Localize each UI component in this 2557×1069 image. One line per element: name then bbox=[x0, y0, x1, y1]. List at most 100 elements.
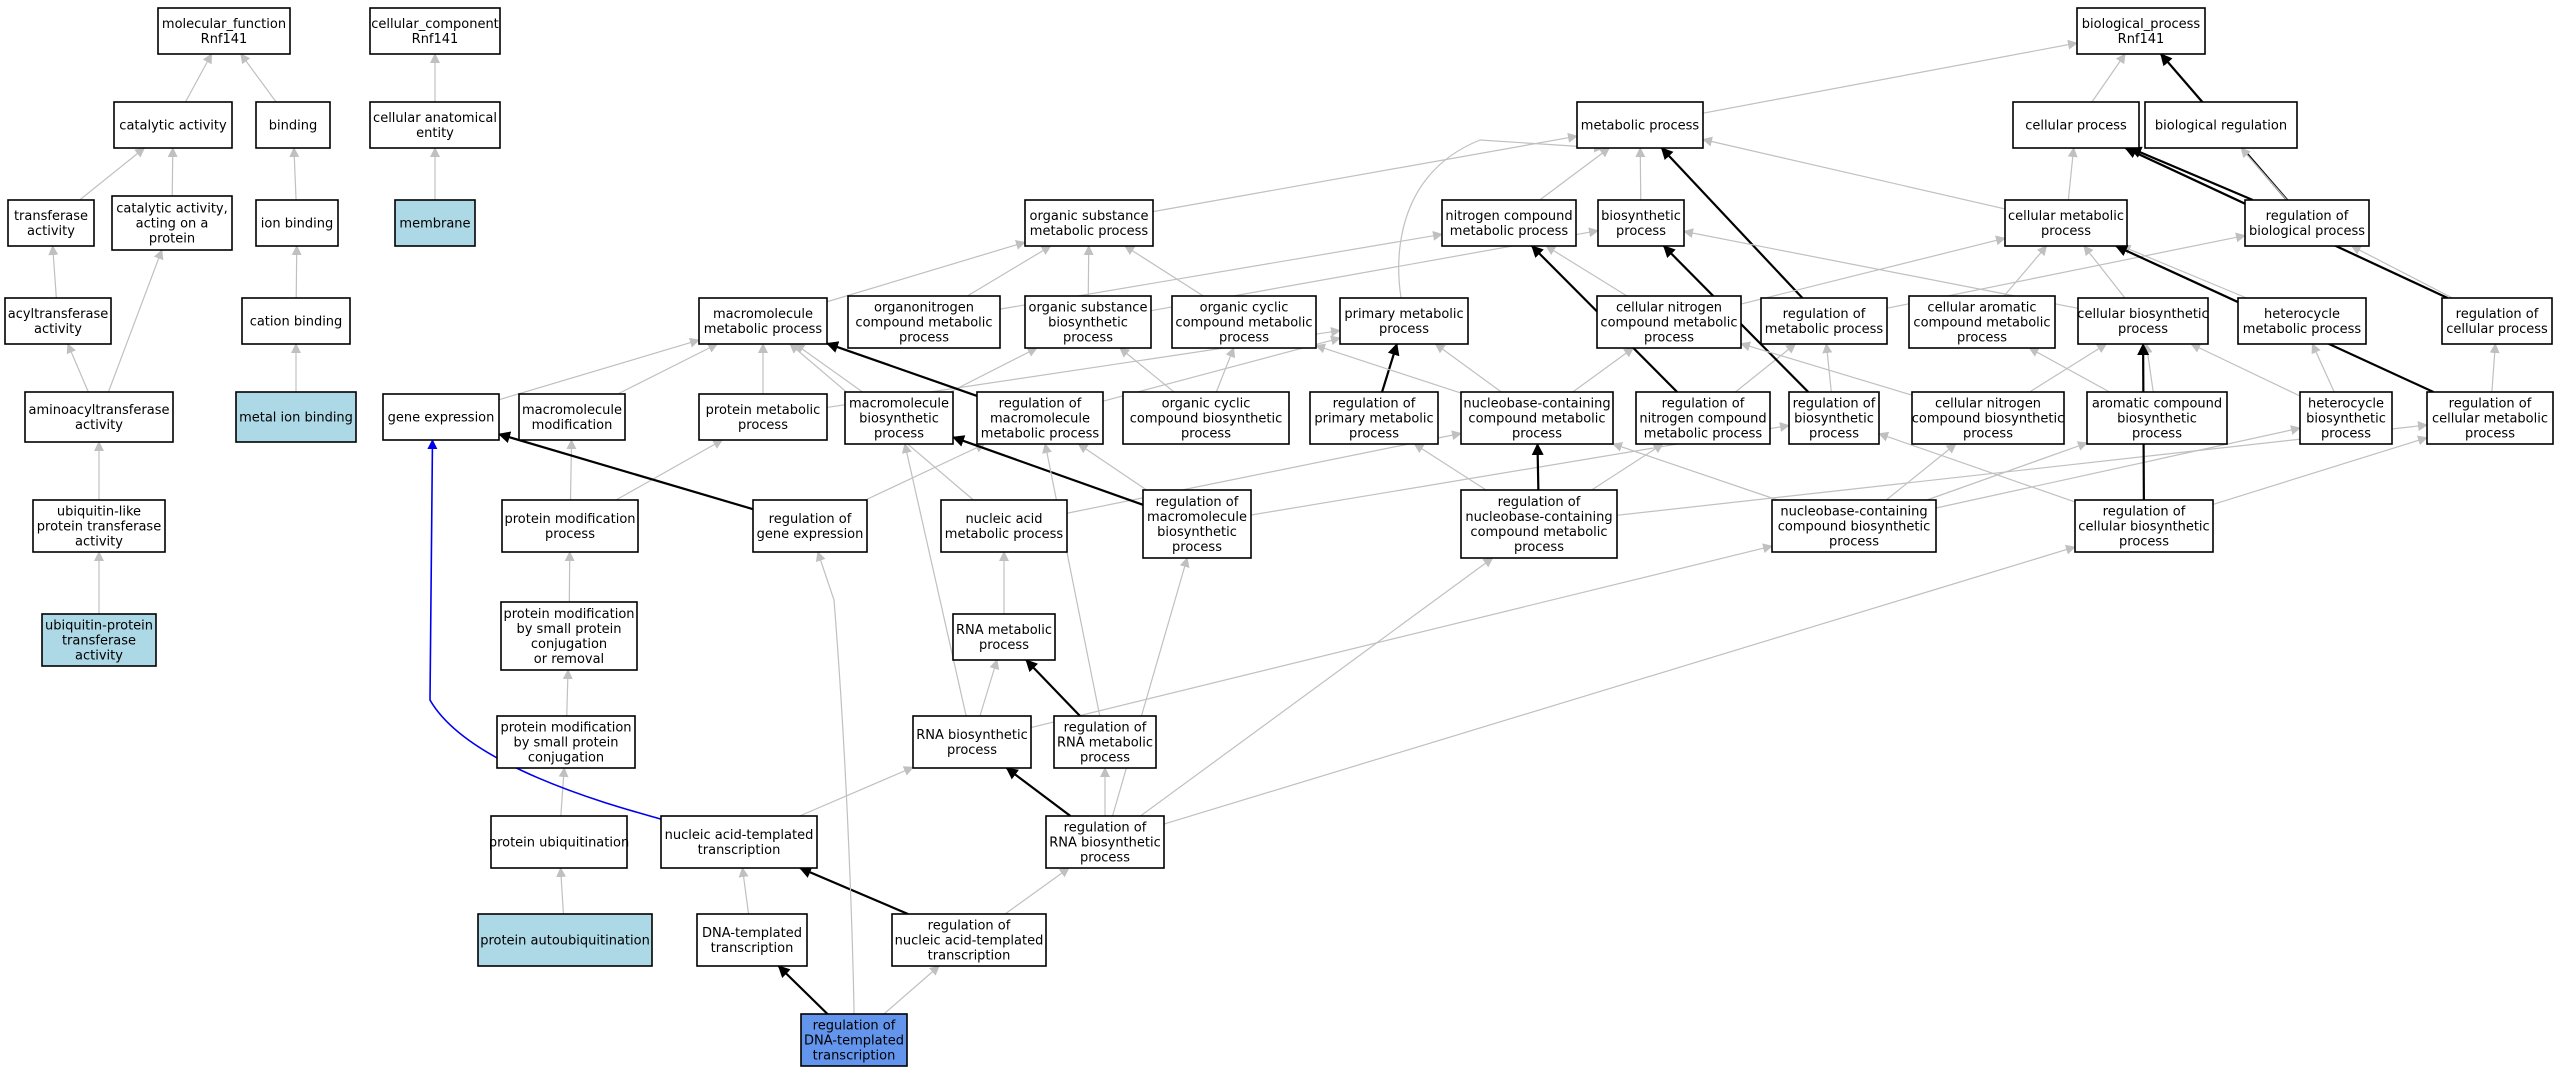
go-term-box[interactable] bbox=[32, 499, 166, 553]
go-term-box[interactable] bbox=[1024, 199, 1154, 247]
go-term-box[interactable] bbox=[2074, 499, 2214, 553]
go-term-node-membrane[interactable]: membrane bbox=[394, 199, 476, 247]
go-term-node-geneexp[interactable]: gene expression bbox=[382, 393, 500, 441]
go-term-node-regnucleobase[interactable]: regulation ofnucleobase-containingcompou… bbox=[1460, 489, 1618, 559]
go-term-node-ionbinding[interactable]: ion binding bbox=[255, 199, 339, 247]
go-term-box[interactable] bbox=[113, 101, 233, 149]
go-term-box[interactable] bbox=[157, 7, 291, 55]
go-term-box[interactable] bbox=[394, 199, 476, 247]
go-term-box[interactable] bbox=[2299, 391, 2393, 445]
go-term-box[interactable] bbox=[490, 815, 628, 869]
go-term-box[interactable] bbox=[2077, 297, 2209, 345]
go-term-box[interactable] bbox=[660, 815, 818, 869]
go-term-node-metalion[interactable]: metal ion binding bbox=[235, 391, 357, 443]
go-term-box[interactable] bbox=[7, 199, 95, 247]
go-term-box[interactable] bbox=[369, 101, 501, 149]
go-term-box[interactable] bbox=[1908, 295, 2056, 349]
go-term-box[interactable] bbox=[752, 499, 868, 553]
go-term-box[interactable] bbox=[2144, 101, 2298, 149]
go-term-box[interactable] bbox=[891, 913, 1047, 967]
go-term-box[interactable] bbox=[1045, 815, 1165, 869]
go-term-box[interactable] bbox=[41, 613, 157, 667]
go-term-box[interactable] bbox=[2244, 199, 2370, 247]
go-term-box[interactable] bbox=[1635, 391, 1771, 445]
go-term-node-regmacrobio[interactable]: regulation ofmacromoleculebiosyntheticpr… bbox=[1142, 489, 1252, 559]
go-term-box[interactable] bbox=[1441, 199, 1577, 247]
go-term-box[interactable] bbox=[1597, 199, 1685, 247]
go-term-box[interactable] bbox=[952, 613, 1056, 661]
go-term-box[interactable] bbox=[500, 601, 638, 671]
go-term-box[interactable] bbox=[24, 391, 174, 443]
go-term-box[interactable] bbox=[1460, 391, 1614, 445]
go-term-box[interactable] bbox=[235, 391, 357, 443]
go-term-box[interactable] bbox=[477, 913, 653, 967]
go-term-box[interactable] bbox=[501, 499, 639, 553]
go-term-box[interactable] bbox=[2076, 7, 2206, 55]
go-term-box[interactable] bbox=[698, 297, 828, 345]
go-term-box[interactable] bbox=[1596, 295, 1742, 349]
go-term-box[interactable] bbox=[4, 297, 112, 345]
go-term-box[interactable] bbox=[847, 295, 1001, 349]
go-term-box[interactable] bbox=[2426, 391, 2554, 445]
go-term-node-catalytic[interactable]: catalytic activity bbox=[113, 101, 233, 149]
go-term-box[interactable] bbox=[2441, 297, 2553, 345]
go-term-box[interactable] bbox=[1053, 715, 1157, 769]
go-term-box[interactable] bbox=[1760, 297, 1888, 345]
go-term-node-binding[interactable]: binding bbox=[255, 101, 331, 149]
go-term-box[interactable] bbox=[518, 393, 626, 441]
go-term-box[interactable] bbox=[940, 499, 1068, 553]
go-term-box[interactable] bbox=[382, 393, 500, 441]
go-term-box[interactable] bbox=[255, 199, 339, 247]
go-term-box[interactable] bbox=[1911, 391, 2065, 445]
go-term-box[interactable] bbox=[2237, 297, 2367, 345]
go-term-node-cellular[interactable]: cellular process bbox=[2012, 101, 2140, 149]
go-term-box[interactable] bbox=[1576, 101, 1704, 149]
go-term-node-protubiq[interactable]: protein ubiquitination bbox=[489, 815, 629, 869]
go-term-box[interactable] bbox=[111, 195, 233, 251]
go-term-node-bioreg[interactable]: biological regulation bbox=[2144, 101, 2298, 149]
go-term-box[interactable] bbox=[1309, 391, 1439, 445]
go-term-box[interactable] bbox=[1142, 489, 1252, 559]
go-term-box[interactable] bbox=[844, 391, 954, 445]
go-term-box[interactable] bbox=[696, 913, 808, 967]
